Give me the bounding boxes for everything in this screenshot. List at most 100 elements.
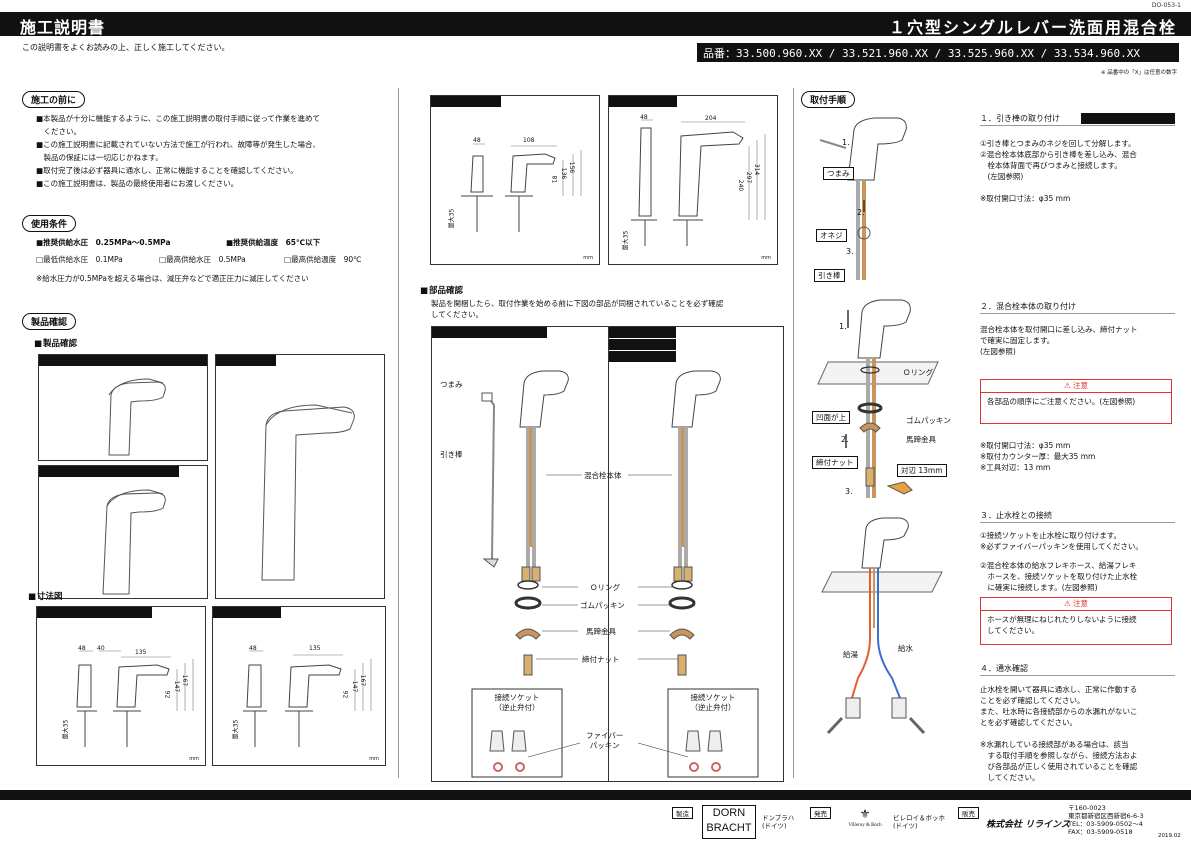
dims-subheading: 寸法図 — [28, 590, 63, 602]
reliance-logo: 株式会社 リラインス — [986, 820, 1070, 830]
caution-header: ⚠ 注意 — [981, 598, 1171, 611]
step2-line: (左図参照) — [980, 347, 1016, 356]
step4-line: ことを必ず確認してください。 — [980, 696, 1085, 705]
before-item: ■この施工説明書は、製品の最終使用者にお渡しください。 — [36, 179, 239, 188]
logo-line: DORN — [712, 807, 746, 819]
step4-line: また、吐水時に各接続部からの水漏れがないこ — [980, 707, 1138, 716]
caution-title: 注意 — [1073, 599, 1089, 608]
step2-note: ※取付カウンター厚：最大35 mm — [980, 452, 1096, 461]
step1-label-nut: オネジ — [816, 229, 847, 242]
step2-illustration — [817, 299, 939, 498]
step1-line: ※取付開口寸法：φ35 mm — [980, 194, 1071, 203]
step2-note: ※取付開口寸法：φ35 mm — [980, 441, 1071, 450]
document-title: 施工説明書 — [20, 18, 106, 37]
dimension-value: 240 — [737, 179, 745, 192]
step1-line: ①引き棒とつまみのネジを回して分解します。 — [980, 139, 1136, 148]
section-conditions-title: 使用条件 — [22, 215, 77, 232]
step3-heading: ３．止水栓との接続 — [980, 510, 1175, 523]
dimension-label-bar — [431, 96, 501, 107]
max-thickness-label: 最大35 — [622, 230, 630, 251]
condition-item: □最低供給水圧 0.1MPa — [36, 255, 123, 264]
step3-label-cold: 給水 — [898, 644, 913, 653]
dornbracht-logo: DORN BRACHT — [702, 805, 756, 839]
condition-item: ■推奨供給温度 65℃以下 — [226, 238, 321, 247]
step3-text: ②混合栓本体の給水フレキホース、給湯フレキ ホースを、接続ソケットを取り付けた止… — [980, 560, 1175, 593]
section-install-title: 取付手順 — [801, 91, 856, 108]
step1-line — [980, 182, 1175, 193]
step-number: 2. — [857, 208, 865, 217]
before-item: ■この施工説明書に記載されていない方法で施工が行われ、故障等が発生した場合、 — [36, 140, 321, 149]
unit-label: mm — [583, 255, 593, 261]
step2-label-gasket: ゴムパッキン — [906, 416, 951, 425]
step-number: 3. — [846, 247, 854, 256]
step4-heading: ４．通水確認 — [980, 663, 1175, 676]
parts-intro: 製品を開梱したら、取付作業を始める前に下図の部品が同梱されていることを必ず確認 … — [431, 298, 791, 320]
step1-heading: １．引き棒の取り付け — [980, 113, 1175, 126]
product-view-box — [38, 354, 208, 461]
unit-label: mm — [761, 255, 771, 261]
dimension-drawing — [631, 119, 766, 246]
dimension-value: 81 — [550, 175, 558, 184]
dimension-value: 135 — [309, 645, 321, 652]
seller-name: ビレロイ＆ボッホ (ドイツ) — [893, 814, 945, 830]
dimension-value: 297 — [745, 171, 753, 184]
dimension-drawing-box: 48 204 240 297 314 最大35 mm — [608, 95, 778, 265]
unit-label: mm — [189, 756, 199, 762]
step2-label-wrench: 対辺 13mm — [897, 464, 947, 477]
dimension-value: 48 — [473, 137, 481, 144]
dimension-drawing — [76, 650, 194, 747]
step4-line: 止水栓を開いて器具に通水し、正常に作動する — [980, 685, 1138, 694]
dimension-value: 204 — [705, 115, 717, 122]
dimension-value: 147 — [173, 680, 181, 693]
dimension-label-bar — [609, 96, 677, 107]
model-number-bar: 品番：33.500.960.XX / 33.521.960.XX / 33.52… — [697, 43, 1179, 62]
step4-line: とを必ず確認してください。 — [980, 718, 1078, 727]
max-thickness-label: 最大35 — [232, 719, 240, 740]
step1-text: ①引き棒とつまみのネジを回して分解します。 ②混合栓本体底部から引き棒を差し込み… — [980, 138, 1175, 204]
dimension-value: 48 — [640, 114, 648, 121]
caution-text: ホースが無理にねじれたりしないように接続 してください。 — [981, 611, 1171, 639]
caution-text: 各部品の順序にご注意ください。(左図参照) — [987, 397, 1136, 406]
section-before-title: 施工の前に — [22, 91, 86, 108]
step1-line: 栓本体背面で再びつまみと接続します。 — [980, 161, 1122, 170]
step1-label-rod: 引き棒 — [814, 269, 845, 282]
product-view-box — [38, 465, 208, 599]
step1-illustration — [819, 117, 907, 280]
step1-line: ②混合栓本体底部から引き棒を差し込み、混合 — [980, 150, 1137, 159]
max-thickness-label: 最大35 — [62, 719, 70, 740]
dimension-value: 314 — [753, 163, 761, 176]
warning-icon: ⚠ — [1063, 599, 1071, 608]
product-label-bar — [216, 355, 276, 366]
step-number: 1. — [839, 322, 847, 331]
maker-tag: 製造 — [672, 807, 693, 819]
part-label-nut: 締付ナット — [582, 655, 620, 664]
dimension-value: 48 — [78, 645, 86, 652]
part-label-socket: 接続ソケット （逆止弁付） — [494, 693, 540, 712]
product-label-bar — [39, 355, 207, 366]
parts-label-bar — [608, 327, 676, 338]
condition-item: □最高供給水圧 0.5MPa — [159, 255, 246, 264]
condition-item: ■推奨供給水圧 0.25MPa～0.5MPa — [36, 238, 171, 247]
step4-line: ※水漏れしている接続部がある場合は、該当 — [980, 740, 1129, 749]
part-label-rod: 引き棒 — [440, 450, 463, 459]
caution-line: してください。 — [987, 626, 1040, 635]
parts-divider — [608, 327, 609, 781]
step3-line: ②混合栓本体の給水フレキホース、給湯フレキ — [980, 561, 1137, 570]
dimension-drawing-box: 48 108 81 136 156 最大35 mm — [430, 95, 600, 265]
max-thickness-label: 最大35 — [448, 208, 456, 229]
step2-line: で確実に固定します。 — [980, 336, 1055, 345]
step3-line: に確実に接続します。(左図参照) — [980, 583, 1098, 592]
step3-illustration — [821, 517, 943, 735]
caution-header: ⚠ 注意 — [981, 380, 1171, 393]
part-label-fiber: ファイバー パッキン — [586, 731, 624, 750]
dimension-value: 40 — [97, 645, 105, 652]
step3-line: ホースを、接続ソケットを取り付けた止水栓 — [980, 572, 1138, 581]
product-title: １穴型シングルレバー洗面用混合栓 — [888, 18, 1177, 37]
before-item: ■取付完了後は必ず器具に通水し、正常に機能することを確認してください。 — [36, 166, 298, 175]
step2-line: 混合栓本体を取付開口に差し込み、締付ナット — [980, 325, 1138, 334]
step1-line: (左図参照) — [980, 172, 1024, 181]
step3-line: ①接続ソケットを止水栓に取り付けます。 — [980, 531, 1121, 540]
condition-item: □最高供給温度 90℃ — [284, 255, 362, 264]
dimension-value: 156 — [568, 161, 576, 174]
step2-label-up: 凹面が上 — [812, 411, 850, 424]
